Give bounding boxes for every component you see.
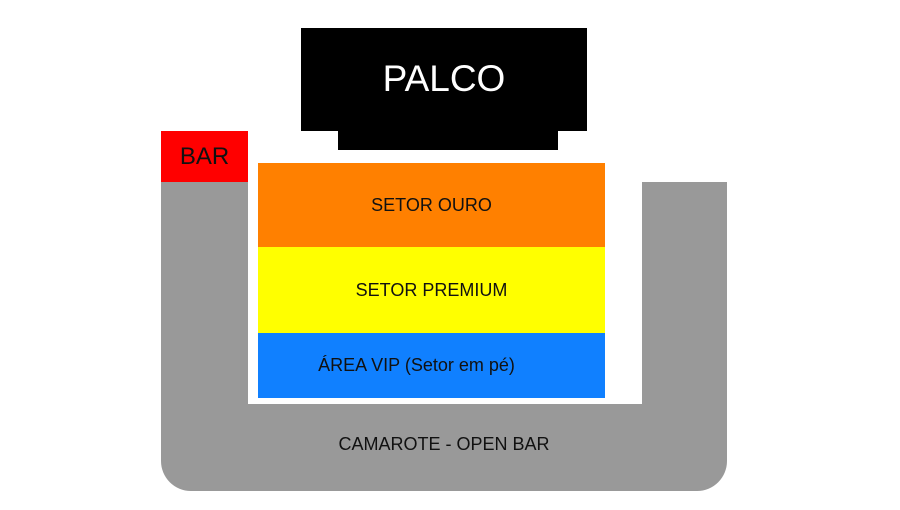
stage xyxy=(301,28,587,131)
sector-ouro-label: SETOR OURO xyxy=(371,194,492,215)
camarote-right-wing[interactable] xyxy=(642,182,727,432)
sector-ouro[interactable]: SETOR OURO xyxy=(258,163,605,247)
sector-premium[interactable]: SETOR PREMIUM xyxy=(258,247,605,333)
stage-label: PALCO xyxy=(382,58,506,99)
bar-area[interactable]: BAR xyxy=(161,131,248,182)
camarote-left-wing[interactable] xyxy=(161,182,248,432)
camarote-label: CAMAROTE - OPEN BAR xyxy=(338,434,550,454)
sector-premium-label: SETOR PREMIUM xyxy=(355,279,508,300)
camarote-open-bar[interactable]: CAMAROTE - OPEN BAR xyxy=(161,404,727,491)
sector-vip[interactable]: ÁREA VIP (Setor em pé) xyxy=(258,333,605,398)
bar-label: BAR xyxy=(179,142,230,170)
stage-lower xyxy=(338,130,558,150)
sector-vip-label: ÁREA VIP (Setor em pé) xyxy=(318,355,515,375)
